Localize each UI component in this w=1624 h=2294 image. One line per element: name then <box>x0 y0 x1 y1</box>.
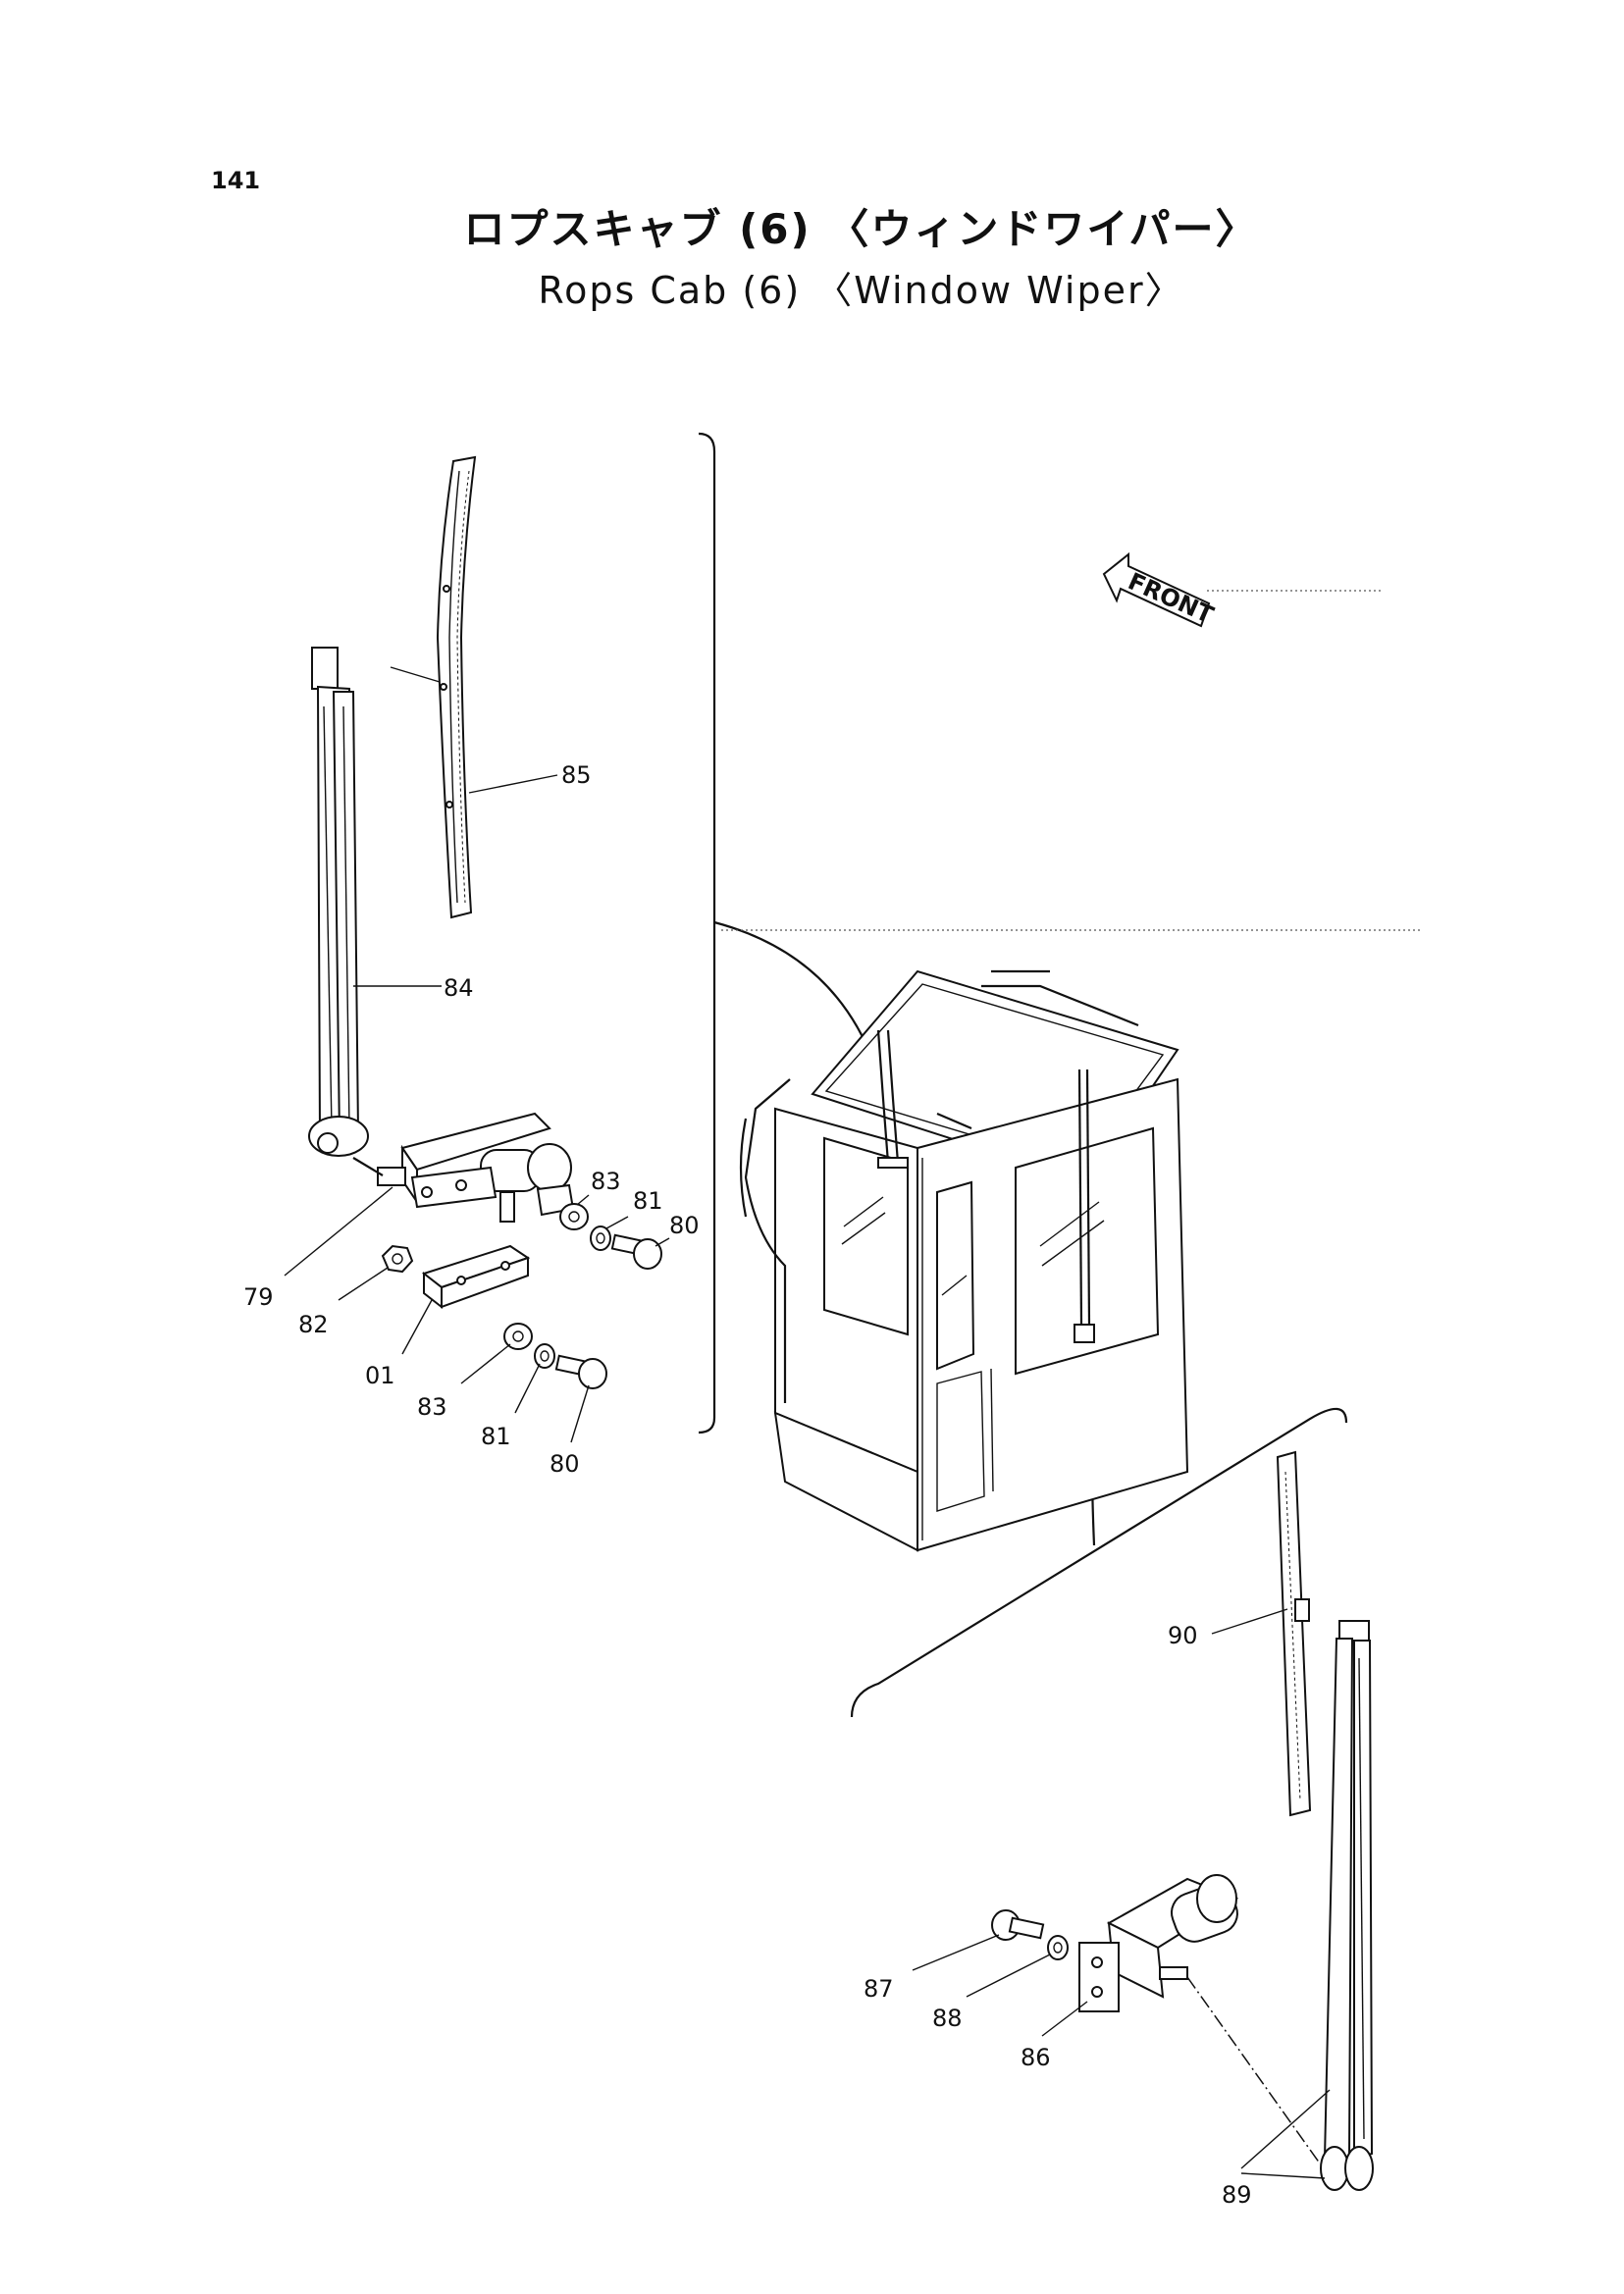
wiper-blade-85 <box>436 455 477 919</box>
callout-82: 82 <box>298 1311 329 1338</box>
title-english: Rops Cab (6) 〈Window Wiper〉 <box>538 269 1184 312</box>
wiper-motor-79 <box>352 1112 575 1223</box>
callout-79: 79 <box>243 1283 274 1311</box>
page-number: 141 <box>211 167 261 194</box>
callout-86: 86 <box>1021 2044 1051 2071</box>
right-group-bracket <box>850 1407 1348 1718</box>
lock-washer-81-lower <box>534 1343 555 1369</box>
callout-83-upper: 83 <box>591 1168 621 1195</box>
nut-82 <box>381 1244 414 1274</box>
washer-88 <box>1047 1935 1069 1960</box>
callout-80-upper: 80 <box>669 1212 700 1239</box>
callout-85: 85 <box>561 761 592 789</box>
wiper-blade-90 <box>1276 1450 1312 1817</box>
callout-01: 01 <box>365 1362 395 1389</box>
wiper-motor-86 <box>1078 1874 1239 2012</box>
callout-90: 90 <box>1168 1622 1198 1649</box>
wiper-arm-84 <box>308 647 369 1157</box>
bolt-80-upper <box>610 1233 662 1270</box>
front-direction-marker: FRONT <box>1102 551 1218 629</box>
wiper-arm-89 <box>1320 1620 1374 2191</box>
washer-83-upper <box>559 1203 589 1230</box>
callout-87: 87 <box>864 1975 894 2003</box>
bolt-87 <box>991 1909 1045 1941</box>
rops-cab <box>739 969 1189 1552</box>
shaft-alignment-line <box>1186 1976 1321 2164</box>
washer-83-lower <box>503 1323 533 1350</box>
bolt-80-lower <box>554 1354 607 1389</box>
title-japanese: ロプスキャブ (6) 〈ウィンドワイパー〉 <box>463 205 1259 253</box>
callout-84: 84 <box>444 974 474 1002</box>
bracket-01 <box>421 1244 531 1310</box>
callout-81-lower: 81 <box>481 1423 511 1450</box>
front-label: FRONT <box>1124 567 1218 629</box>
callout-88: 88 <box>932 2005 963 2032</box>
lock-washer-81-upper <box>590 1225 611 1251</box>
callout-83-lower: 83 <box>417 1393 447 1421</box>
left-group-bracket <box>698 432 716 1434</box>
callout-89: 89 <box>1222 2181 1252 2209</box>
callout-80-lower: 80 <box>550 1450 580 1478</box>
callout-81-upper: 81 <box>633 1187 663 1215</box>
